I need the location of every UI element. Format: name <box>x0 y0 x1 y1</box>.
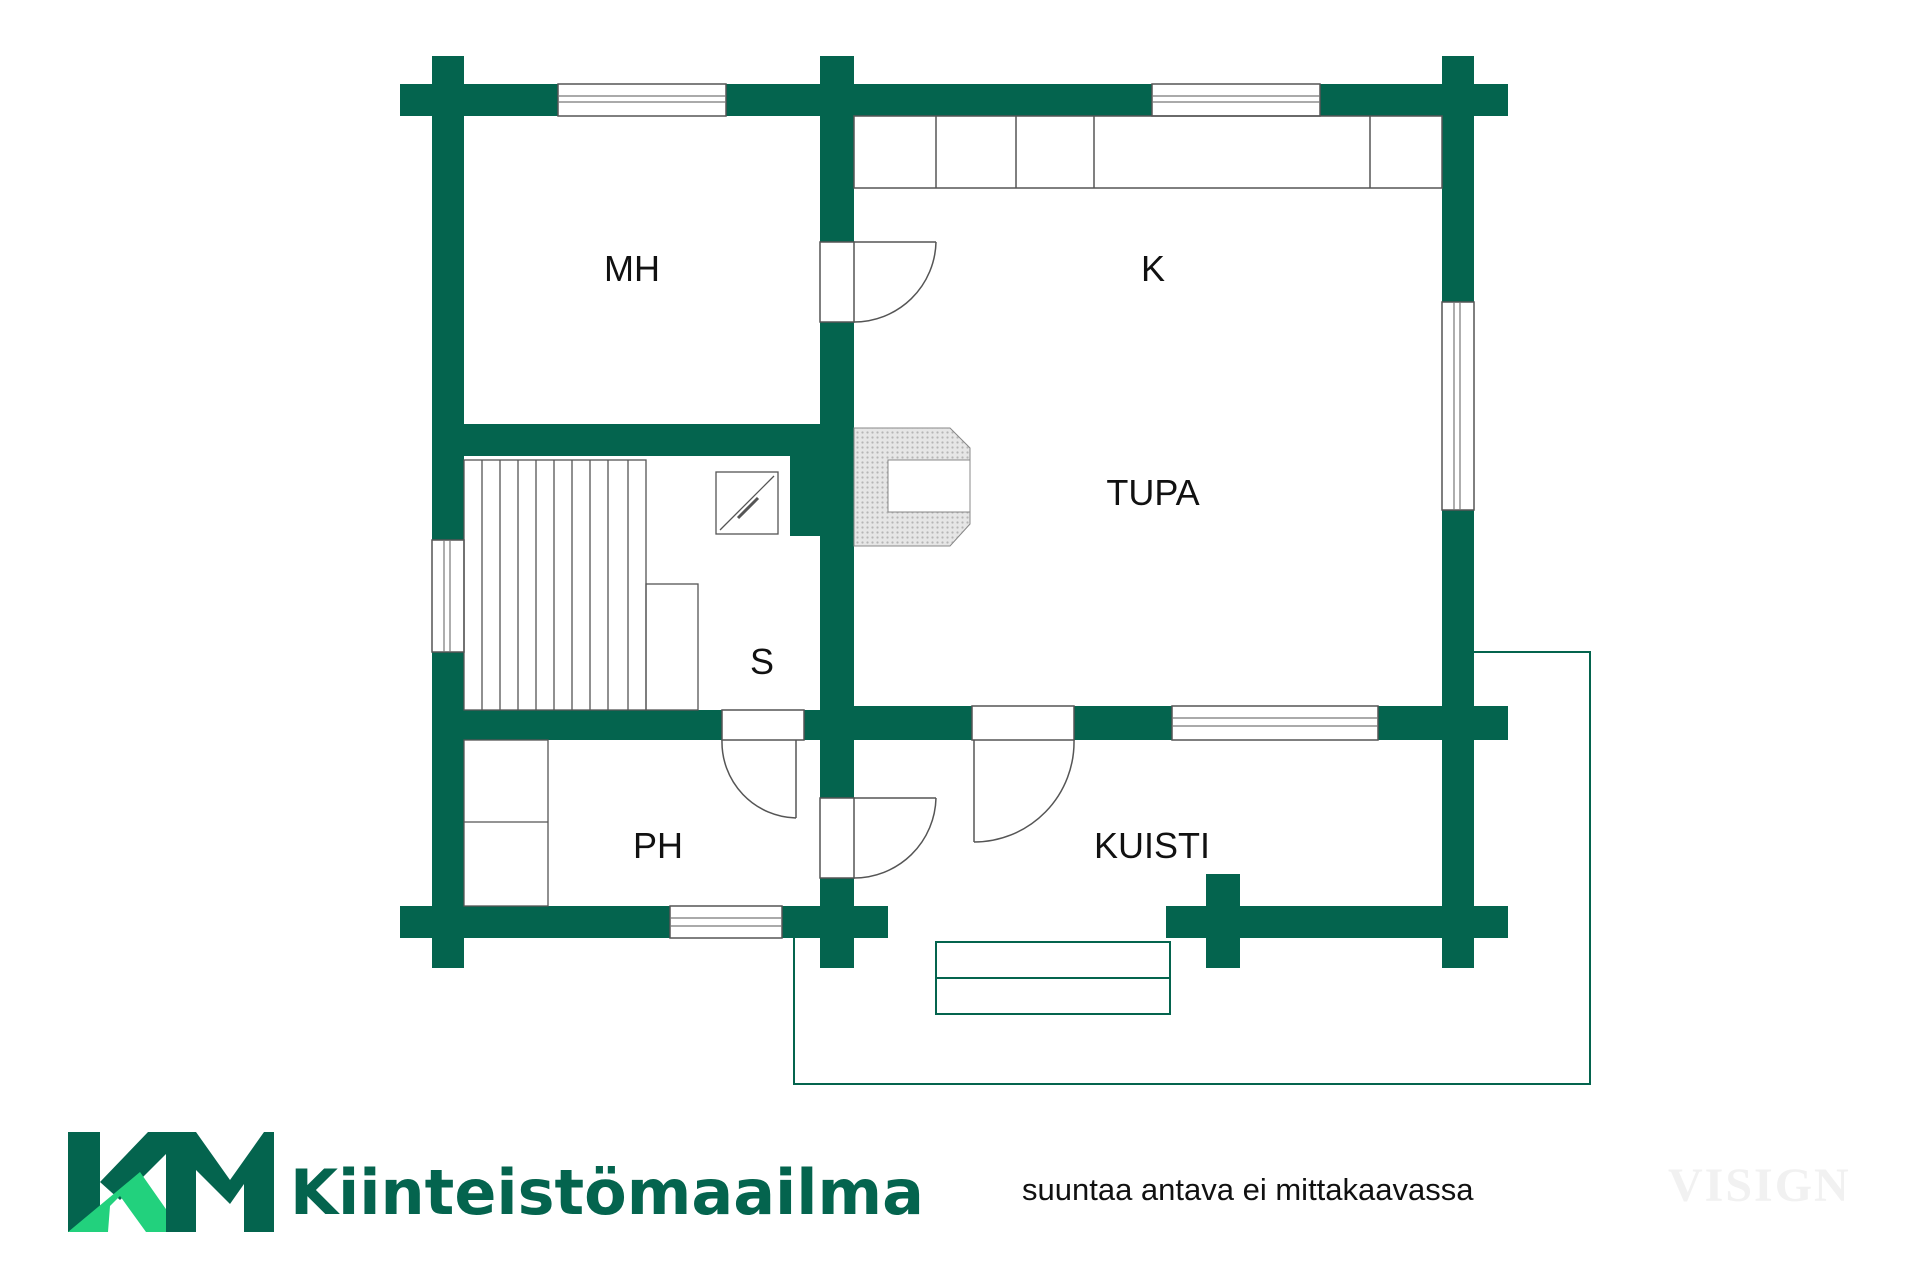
logo-name: Kiinteistömaailma <box>290 1156 924 1229</box>
logo-k-stem <box>68 1132 100 1232</box>
window-sauna-left <box>431 539 465 653</box>
sauna-stove <box>715 471 779 535</box>
wall-sauna-corner <box>790 424 854 536</box>
window-mh-top <box>557 83 727 117</box>
terrace-outline <box>793 651 1591 1085</box>
room-label-s: S <box>750 641 774 682</box>
wall-right <box>1442 56 1474 968</box>
logo-k-lower-arm <box>68 1172 182 1232</box>
porch-steps <box>935 941 1171 1015</box>
window-k-top <box>1151 83 1321 117</box>
walls <box>400 56 1508 968</box>
watermark-text: VISIGN <box>1668 1159 1851 1212</box>
room-label-kuisti: KUISTI <box>1094 825 1210 866</box>
room-label-k: K <box>1141 248 1165 289</box>
wall-left <box>432 56 464 968</box>
door-opening-tupa <box>971 705 1075 741</box>
room-label-tupa: TUPA <box>1106 472 1199 513</box>
room-label-ph: PH <box>633 825 683 866</box>
window-ph-bottom <box>669 905 783 939</box>
wall-bottom-left <box>400 906 888 938</box>
wall-mh-bottom <box>432 424 852 456</box>
kitchen-counter <box>853 115 1443 189</box>
door-opening-mh <box>819 241 855 323</box>
washroom-fixtures <box>463 739 549 907</box>
door-opening-sauna <box>721 709 805 741</box>
brand-logo: Kiinteistömaailma <box>68 1132 924 1232</box>
porch-post <box>1206 874 1240 968</box>
window-tupa-bottom <box>1171 705 1379 741</box>
wall-tupa-bottom <box>820 706 1508 740</box>
logo-m <box>166 1132 274 1232</box>
room-label-mh: MH <box>604 248 660 289</box>
windows <box>431 83 1475 939</box>
fireplace <box>853 427 971 547</box>
window-tupa-right <box>1441 301 1475 511</box>
sauna-benches <box>463 459 699 711</box>
disclaimer-text: suuntaa antava ei mittakaavassa <box>1022 1172 1474 1207</box>
doors <box>721 241 1075 879</box>
door-opening-ph <box>819 797 855 879</box>
